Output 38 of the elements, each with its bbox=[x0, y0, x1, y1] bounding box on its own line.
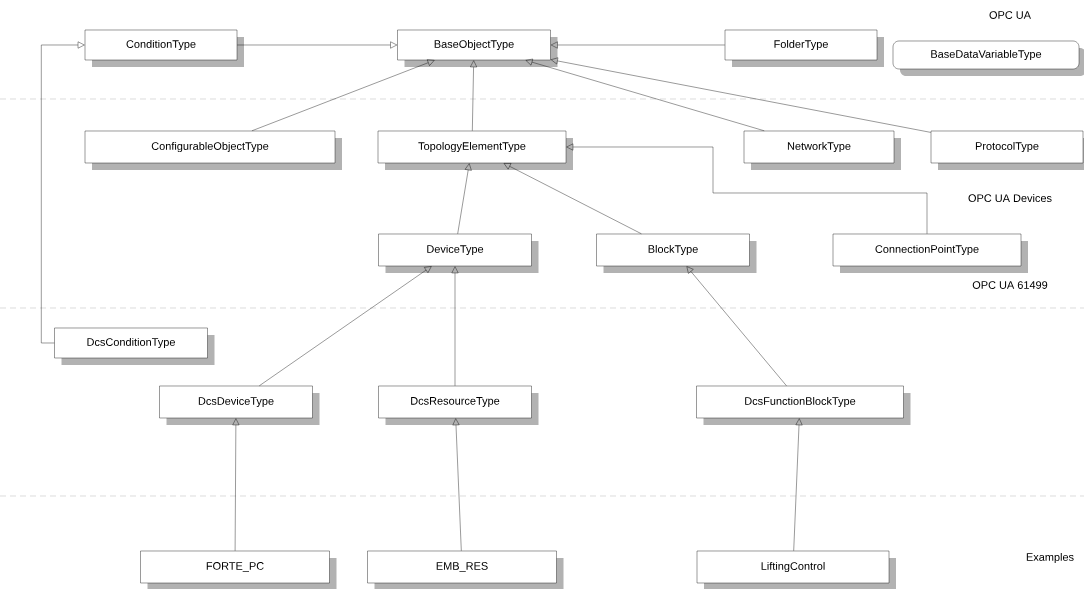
inheritance-arrow bbox=[251, 59, 435, 131]
inheritance-arrow bbox=[686, 266, 787, 386]
class-box: FORTE_PC bbox=[140, 550, 337, 589]
class-box: FolderType bbox=[724, 29, 884, 67]
inheritance-arrow bbox=[451, 266, 459, 386]
inheritance-arrow bbox=[550, 41, 725, 49]
layer-label: OPC UA 61499 bbox=[972, 281, 1048, 289]
inheritance-arrow bbox=[550, 57, 931, 133]
class-box: ConditionType bbox=[84, 29, 244, 67]
inheritance-arrow bbox=[525, 58, 765, 131]
layer-label: OPC UA Devices bbox=[968, 193, 1052, 202]
inheritance-arrow bbox=[566, 143, 928, 234]
class-box: ProtocolType bbox=[930, 130, 1084, 170]
inheritance-arrow bbox=[259, 266, 432, 386]
class-box: ConfigurableObjectType bbox=[84, 130, 342, 170]
class-box: BaseObjectType bbox=[397, 29, 558, 67]
inheritance-arrow bbox=[793, 418, 803, 551]
class-box: EMB_RES bbox=[367, 550, 564, 589]
class-box: DcsDeviceType bbox=[159, 385, 320, 425]
inheritance-arrow bbox=[237, 41, 398, 49]
class-box: NetworkType bbox=[743, 130, 901, 170]
class-box: LiftingControl bbox=[696, 550, 896, 589]
class-box: ConnectionPointType bbox=[832, 233, 1028, 273]
class-box: DcsConditionType bbox=[54, 327, 215, 365]
inheritance-arrow bbox=[457, 163, 472, 234]
class-box: TopologyElementType bbox=[377, 130, 573, 170]
class-box: DcsFunctionBlockType bbox=[696, 385, 911, 425]
class-box: DeviceType bbox=[378, 233, 539, 273]
class-box: BlockType bbox=[596, 233, 757, 273]
layer-label: OPC UA bbox=[989, 11, 1031, 19]
inheritance-arrow bbox=[232, 418, 240, 551]
inheritance-arrow bbox=[470, 60, 477, 131]
inheritance-arrow bbox=[503, 163, 642, 234]
inheritance-arrow bbox=[41, 41, 85, 344]
class-box: BaseDataVariableType bbox=[892, 40, 1084, 76]
inheritance-arrow bbox=[452, 418, 462, 551]
layer-label: Examples bbox=[1026, 552, 1074, 564]
class-box: DcsResourceType bbox=[378, 385, 539, 425]
